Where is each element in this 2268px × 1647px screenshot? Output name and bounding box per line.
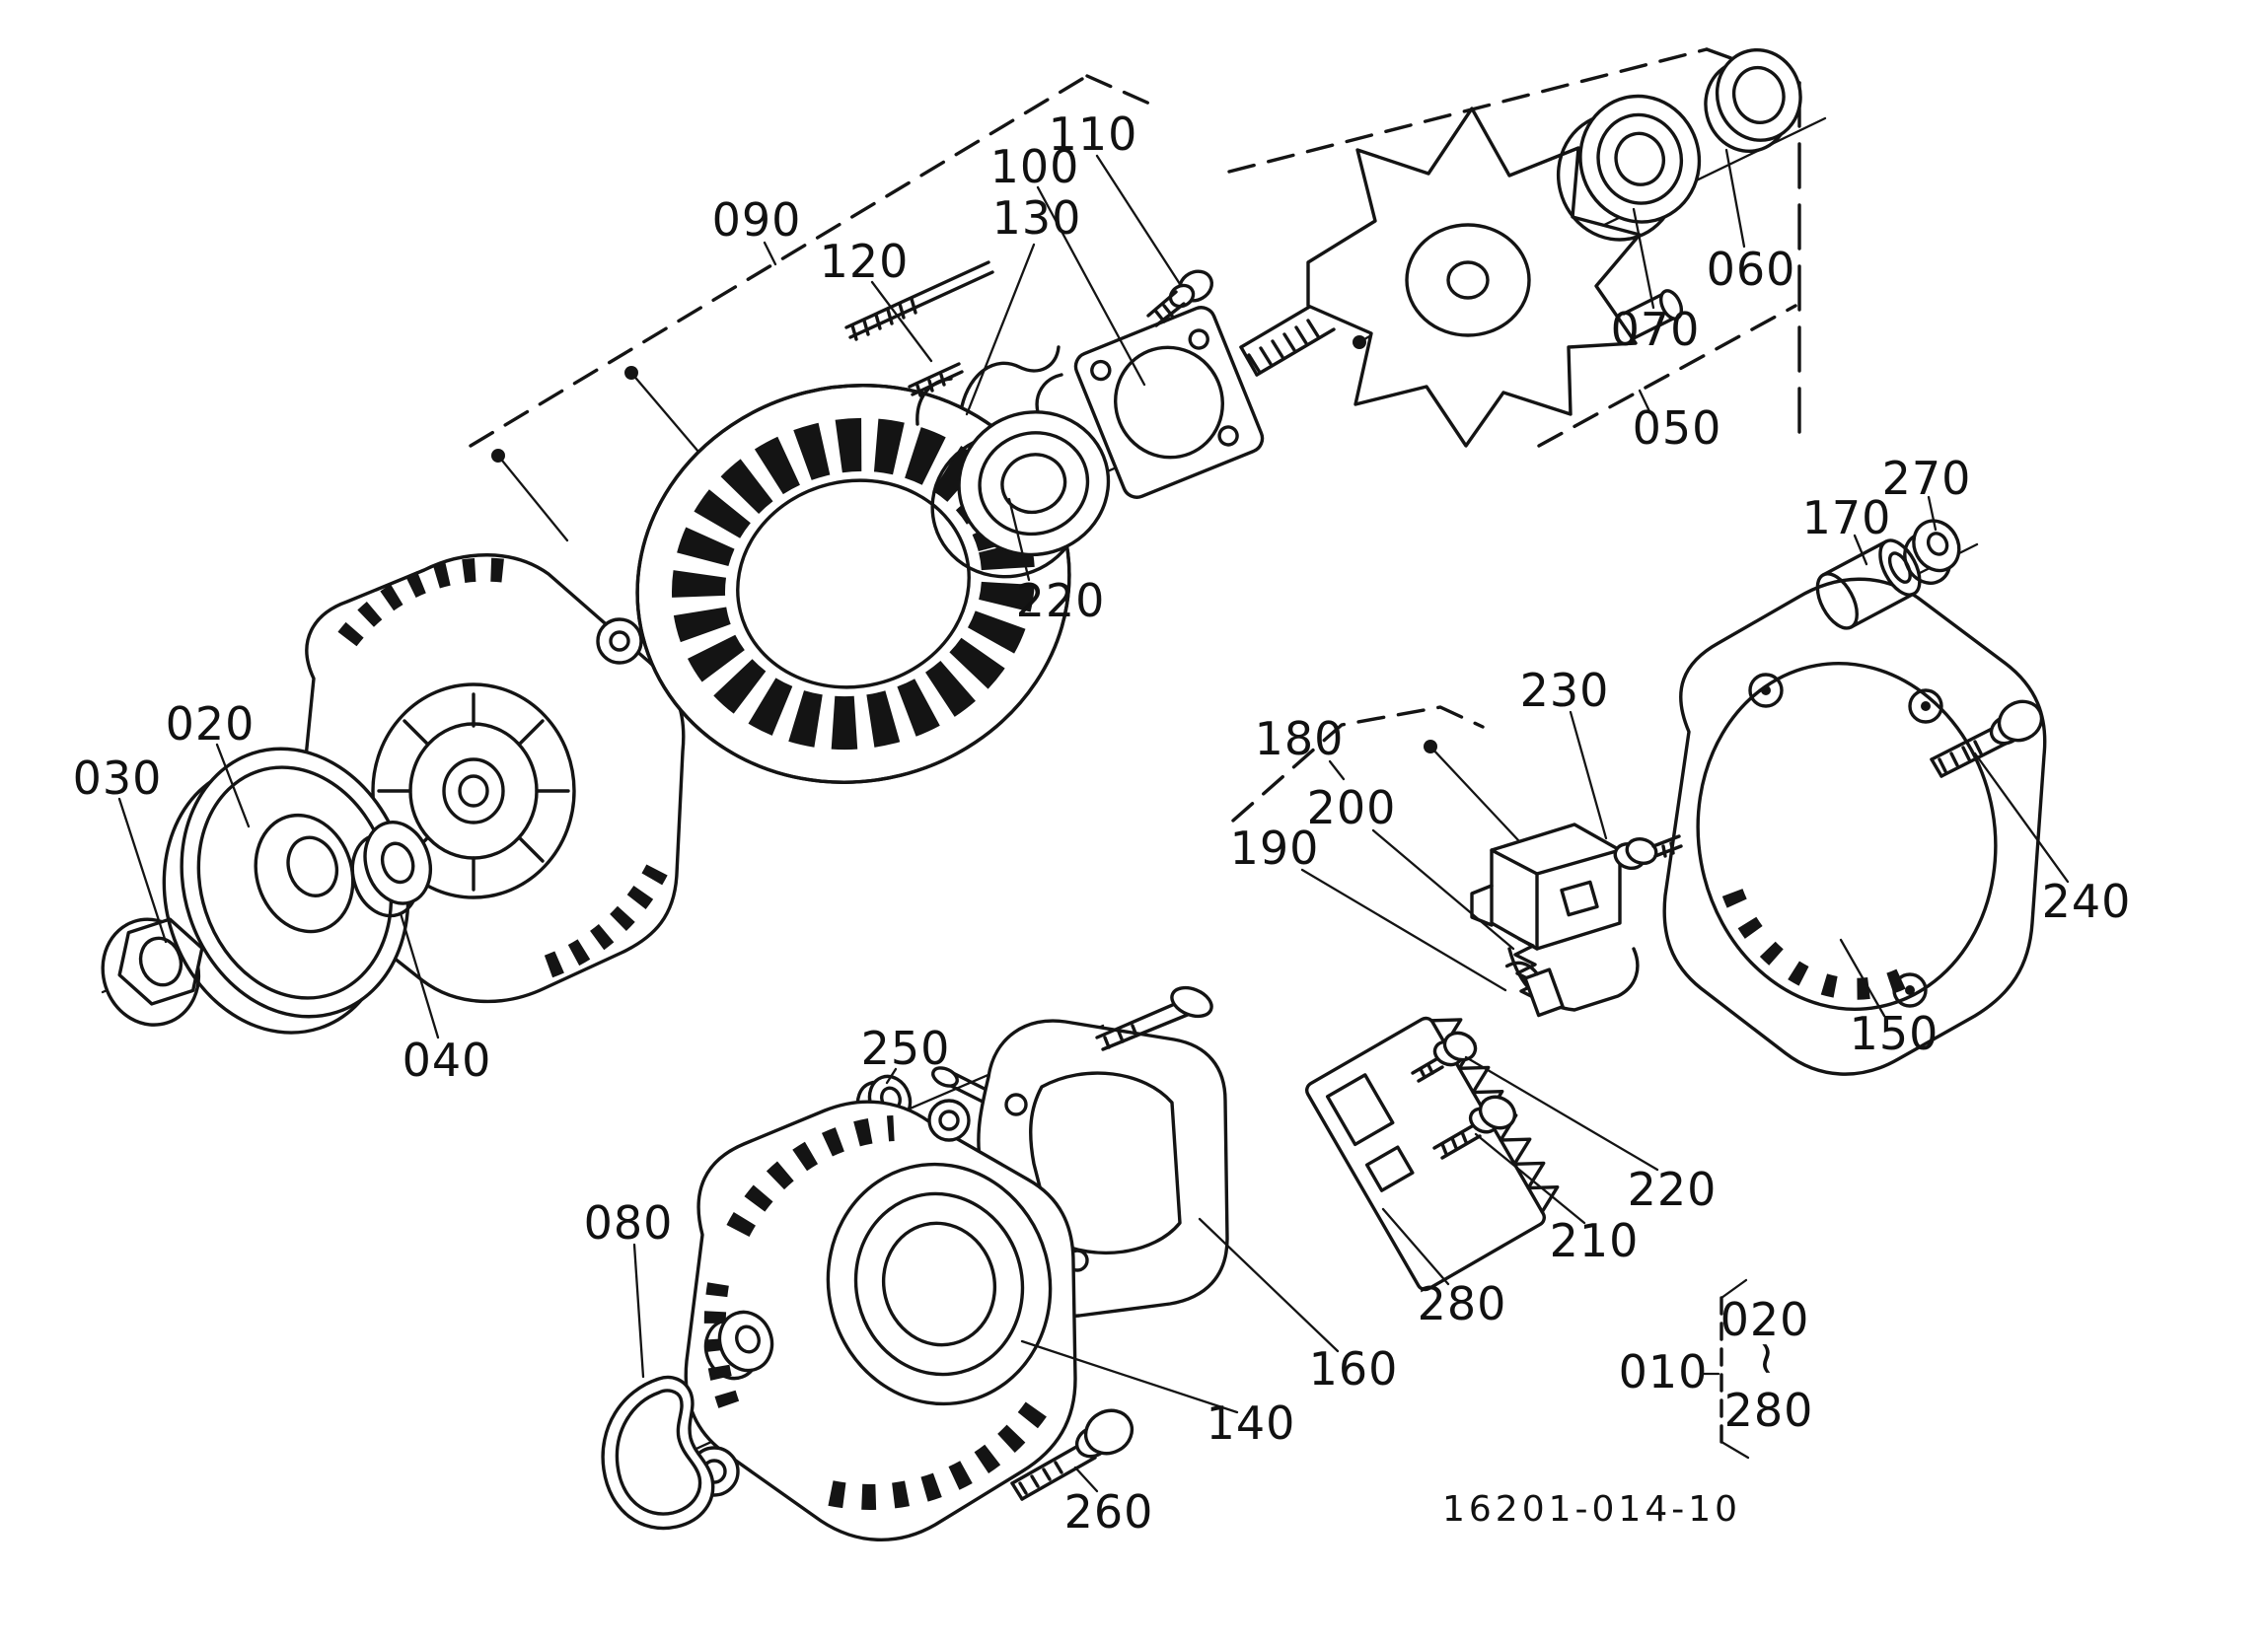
snap-ring-illustration	[601, 1375, 715, 1531]
reference-dot-leaders	[491, 306, 1521, 843]
leader-180	[1328, 759, 1346, 781]
legend-range-end: 280	[1724, 1384, 1814, 1437]
callout-060: 060	[1707, 243, 1796, 296]
leader-120	[870, 280, 933, 363]
holder-screw-illustration	[1432, 1095, 1517, 1160]
leader-100	[1036, 185, 1146, 387]
callout-110: 110	[1049, 107, 1138, 161]
bracket-bolt-illustration	[1010, 1408, 1134, 1501]
leader-170	[1853, 534, 1868, 566]
rear-cover-illustration	[1662, 577, 2047, 1076]
callout-200: 200	[1307, 781, 1397, 834]
callout-150: 150	[1850, 1007, 1939, 1060]
leader-070	[1632, 207, 1655, 310]
leader-140	[1020, 1339, 1239, 1414]
group-boundary-dashed-lines	[469, 47, 1801, 823]
leader-160	[1198, 1217, 1340, 1353]
bushing-illustration	[1815, 538, 1922, 630]
callout-180: 180	[1255, 712, 1345, 765]
pulley-nut-illustration	[101, 917, 204, 1027]
callout-190: 190	[1230, 822, 1320, 875]
legend-range-start: 020	[1720, 1293, 1810, 1346]
callout-160: 160	[1309, 1342, 1399, 1396]
leader-020	[215, 743, 251, 828]
legend-assembly-number: 010	[1619, 1345, 1709, 1398]
leader-220-front	[1007, 497, 1031, 582]
leader-190	[1300, 868, 1507, 992]
retainer-plate-illustration	[1073, 306, 1265, 499]
retainer-screw-illustration	[1146, 269, 1214, 327]
callout-170: 170	[1802, 491, 1892, 544]
brush-holder-screw-illustration	[1613, 834, 1683, 871]
leader-060	[1724, 148, 1746, 249]
callout-220-rear: 220	[1628, 1163, 1718, 1216]
drawing-number: 16201-014-10	[1442, 1489, 1741, 1530]
callout-120: 120	[820, 235, 910, 288]
spacer-illustration	[350, 821, 432, 918]
through-bolt-illustration	[1930, 699, 2044, 778]
callout-210: 210	[1550, 1214, 1640, 1267]
callout-040: 040	[402, 1034, 492, 1087]
leader-230	[1569, 710, 1608, 840]
callout-050: 050	[1633, 401, 1722, 455]
callout-280: 280	[1418, 1277, 1507, 1330]
leader-090	[763, 241, 777, 266]
legend-range-tilde: ~	[1741, 1339, 1794, 1379]
callout-260: 260	[1064, 1485, 1154, 1539]
callout-030: 030	[73, 752, 163, 805]
callout-leader-lines	[117, 148, 2070, 1493]
front-bracket-illustration	[684, 1099, 1077, 1541]
regulator-screw-illustration	[1411, 1031, 1478, 1083]
leader-220-rear	[1464, 1055, 1659, 1172]
leader-150	[1839, 938, 1886, 1018]
callout-270: 270	[1882, 452, 1972, 505]
callout-140: 140	[1207, 1396, 1296, 1450]
callout-090: 090	[712, 193, 802, 247]
stud-bolt-illustration	[844, 260, 994, 397]
leader-130	[965, 243, 1036, 416]
brush-illustration	[1504, 961, 1565, 1018]
rotor-illustration	[1239, 107, 1684, 448]
callout-130: 130	[992, 191, 1082, 245]
callout-100: 100	[990, 140, 1080, 193]
leader-240	[1973, 752, 2070, 884]
rear-bearing-illustration	[1556, 94, 1702, 242]
brush-spring-illustration	[1513, 937, 1541, 1002]
leader-200	[1371, 828, 1515, 951]
callout-240: 240	[2042, 875, 2132, 928]
callout-220-front: 220	[1016, 574, 1106, 627]
callout-230: 230	[1520, 664, 1610, 717]
callout-080: 080	[584, 1196, 674, 1250]
leader-210	[1474, 1132, 1586, 1225]
callout-070: 070	[1611, 303, 1701, 356]
leader-250	[885, 1067, 898, 1085]
leader-030	[117, 797, 168, 944]
leader-280	[1381, 1207, 1450, 1286]
leader-110	[1095, 154, 1182, 286]
leader-050	[1638, 389, 1651, 413]
leader-270	[1927, 495, 1938, 532]
shaft-nut-illustration	[1903, 519, 1961, 585]
leader-040	[399, 911, 440, 1039]
pulley-illustration	[162, 747, 410, 1035]
bearing-seal-illustration	[1704, 47, 1802, 154]
leader-080	[632, 1243, 645, 1379]
assembly-range-legend: 010 020 ~ 280	[1619, 1278, 1814, 1460]
leader-260	[1073, 1466, 1099, 1493]
callout-250: 250	[861, 1022, 951, 1075]
callout-020: 020	[166, 697, 256, 751]
brush-group-dashed-line	[1231, 705, 1485, 823]
